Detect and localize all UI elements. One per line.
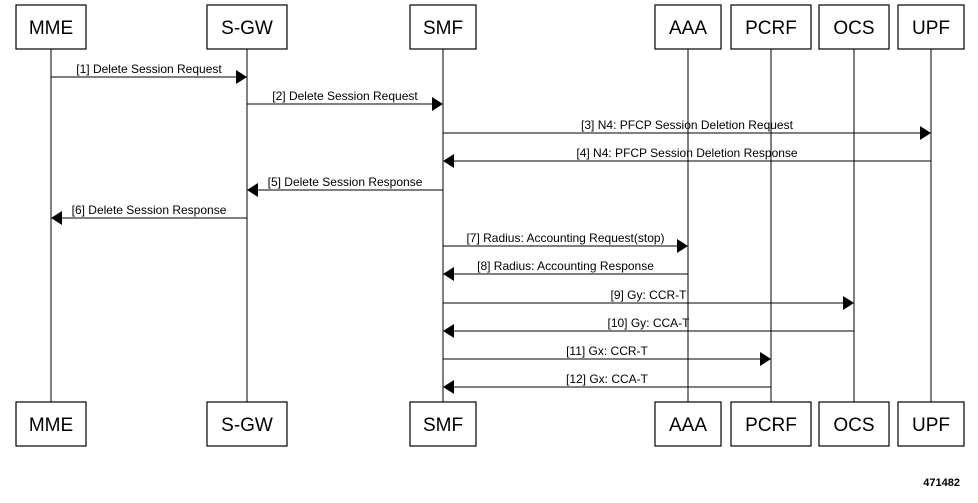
participant-pcrf-bottom: PCRF xyxy=(730,401,812,447)
participant-label: AAA xyxy=(669,415,707,436)
message-label: [8] Radius: Accounting Response xyxy=(477,259,654,273)
message-label: [12] Gx: CCA-T xyxy=(566,372,649,386)
message-label: [3] N4: PFCP Session Deletion Request xyxy=(581,118,794,132)
message-5: [5] Delete Session Response xyxy=(247,175,443,197)
arrowhead-icon xyxy=(920,126,931,140)
message-label: [6] Delete Session Response xyxy=(72,203,227,217)
arrowhead-icon xyxy=(443,324,454,338)
arrowhead-icon xyxy=(760,352,771,366)
message-3: [3] N4: PFCP Session Deletion Request xyxy=(443,118,931,140)
message-11: [11] Gx: CCR-T xyxy=(443,344,771,366)
participant-label: OCS xyxy=(833,18,874,39)
message-6: [6] Delete Session Response xyxy=(51,203,247,225)
participant-label: MME xyxy=(29,415,73,436)
message-label: [7] Radius: Accounting Request(stop) xyxy=(466,231,664,245)
participant-label: S-GW xyxy=(221,18,273,39)
participant-label: SMF xyxy=(423,415,463,436)
arrowhead-icon xyxy=(443,380,454,394)
participant-mme-bottom: MME xyxy=(15,401,87,447)
message-10: [10] Gy: CCA-T xyxy=(443,316,854,338)
participant-upf-bottom: UPF xyxy=(897,401,965,447)
participant-smf-top: SMF xyxy=(409,4,477,50)
message-label: [9] Gy: CCR-T xyxy=(610,288,687,302)
arrowhead-icon xyxy=(443,154,454,168)
figure-id: 471482 xyxy=(923,477,960,489)
participant-label: PCRF xyxy=(745,415,797,436)
participant-label: AAA xyxy=(669,18,707,39)
arrowhead-icon xyxy=(432,97,443,111)
arrowhead-icon xyxy=(51,211,62,225)
participant-label: SMF xyxy=(423,18,463,39)
participant-ocs-bottom: OCS xyxy=(818,401,890,447)
participant-label: UPF xyxy=(912,415,950,436)
message-label: [11] Gx: CCR-T xyxy=(566,344,648,358)
message-9: [9] Gy: CCR-T xyxy=(443,288,854,310)
participant-ocs-top: OCS xyxy=(818,4,890,50)
arrowhead-icon xyxy=(843,296,854,310)
arrowhead-icon xyxy=(236,70,247,84)
message-4: [4] N4: PFCP Session Deletion Response xyxy=(443,146,931,168)
participant-aaa-bottom: AAA xyxy=(654,401,722,447)
message-label: [4] N4: PFCP Session Deletion Response xyxy=(576,146,798,160)
message-7: [7] Radius: Accounting Request(stop) xyxy=(443,231,688,253)
message-1: [1] Delete Session Request xyxy=(51,62,247,84)
participant-upf-top: UPF xyxy=(897,4,965,50)
participant-sgw-bottom: S-GW xyxy=(206,401,288,447)
participant-label: UPF xyxy=(912,18,950,39)
participant-sgw-top: S-GW xyxy=(206,4,288,50)
message-8: [8] Radius: Accounting Response xyxy=(443,259,688,281)
participant-label: S-GW xyxy=(221,415,273,436)
message-label: [5] Delete Session Response xyxy=(268,175,423,189)
message-label: [10] Gy: CCA-T xyxy=(607,316,690,330)
participant-smf-bottom: SMF xyxy=(409,401,477,447)
participant-aaa-top: AAA xyxy=(654,4,722,50)
participant-label: MME xyxy=(29,18,73,39)
participant-label: PCRF xyxy=(745,18,797,39)
participant-label: OCS xyxy=(833,415,874,436)
message-12: [12] Gx: CCA-T xyxy=(443,372,771,394)
message-label: [2] Delete Session Request xyxy=(272,89,418,103)
participant-pcrf-top: PCRF xyxy=(730,4,812,50)
arrowhead-icon xyxy=(443,267,454,281)
message-label: [1] Delete Session Request xyxy=(76,62,222,76)
participant-mme-top: MME xyxy=(15,4,87,50)
message-2: [2] Delete Session Request xyxy=(247,89,443,111)
arrowhead-icon xyxy=(247,183,258,197)
arrowhead-icon xyxy=(677,239,688,253)
